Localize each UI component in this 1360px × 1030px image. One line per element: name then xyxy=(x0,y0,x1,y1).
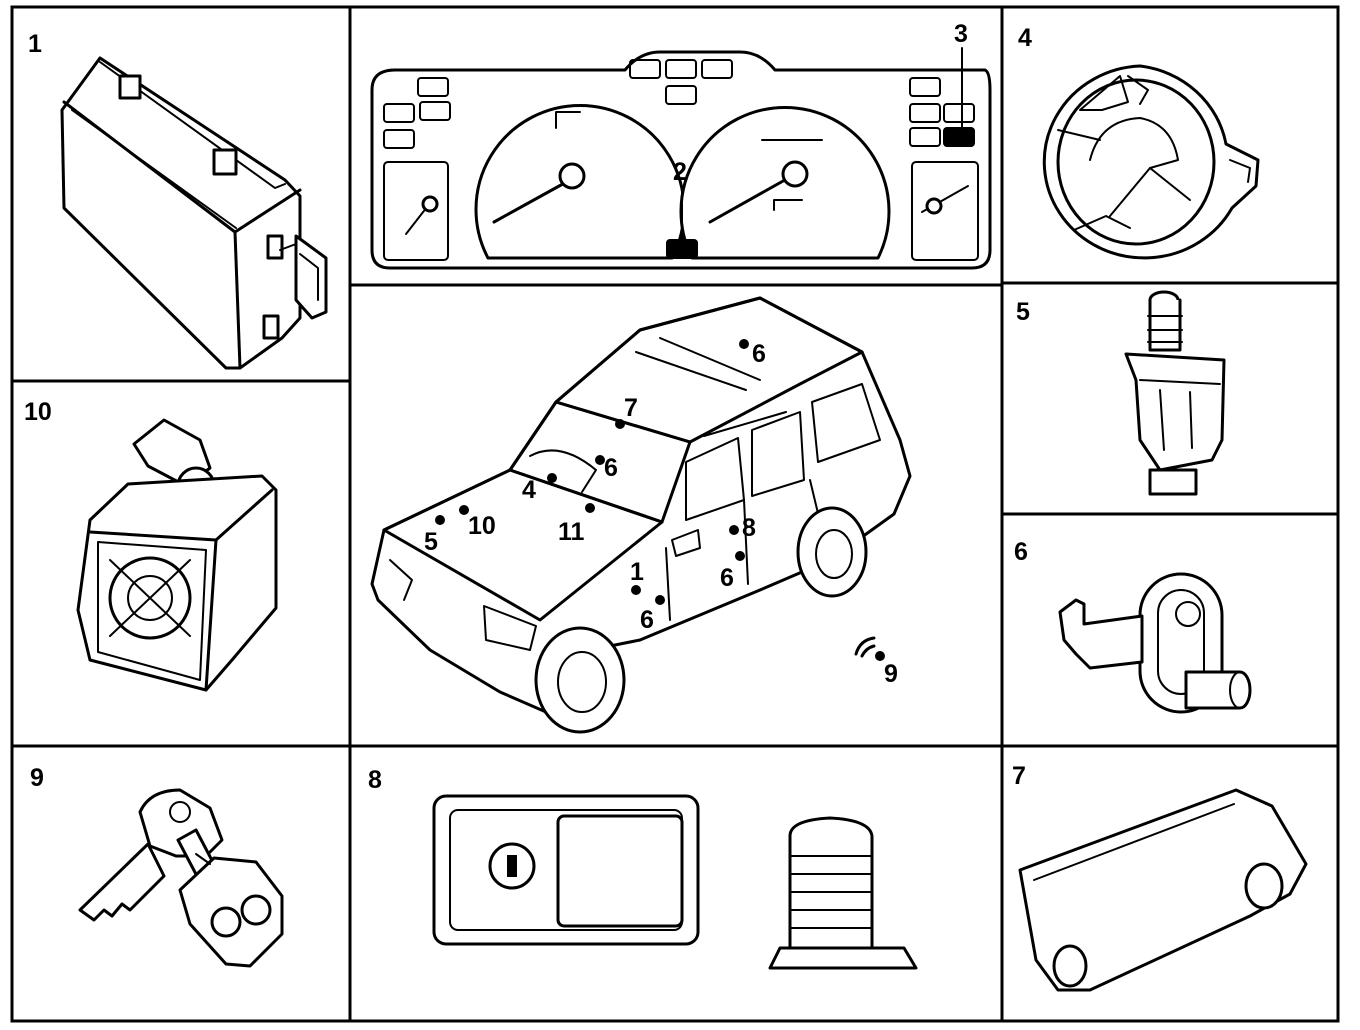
vehicle-callout-dash: 4 xyxy=(522,476,536,504)
cell-interior-sensor: 7 xyxy=(1012,762,1308,992)
cell-ecu: 1 xyxy=(28,30,328,370)
ignition-lamp-drawing xyxy=(1042,64,1260,260)
remote-key-drawing xyxy=(78,788,284,968)
callout-2: 2 xyxy=(673,158,687,186)
siren-drawing xyxy=(76,418,278,692)
cell-number: 4 xyxy=(1018,24,1032,52)
cell-number: 1 xyxy=(28,30,42,58)
instrument-pack-drawing xyxy=(370,47,992,270)
door-lock-drawing xyxy=(432,794,918,970)
bonnet-switch-drawing xyxy=(1124,290,1226,496)
cell-number: 9 xyxy=(30,764,44,792)
vehicle-callout-windscreen: 6 xyxy=(604,454,618,482)
vehicle-callout-bonnet-right: 10 xyxy=(468,512,496,540)
cell-number: 10 xyxy=(24,398,52,426)
vehicle-callout-headlining: 7 xyxy=(624,394,638,422)
cell-siren: 10 xyxy=(24,398,278,692)
interior-sensor-drawing xyxy=(1018,788,1308,992)
alarm-led-2 xyxy=(666,239,698,259)
cell-door-lock: 8 xyxy=(368,766,918,970)
vehicle-callout-door-lock: 8 xyxy=(742,514,756,542)
cell-vehicle: 6 7 6 4 11 5 10 8 6 1 6 9 xyxy=(370,296,912,734)
ecu-module-drawing xyxy=(60,56,328,370)
cell-instrument-pack: 3 2 xyxy=(370,20,992,270)
cell-number: 7 xyxy=(1012,762,1026,790)
vehicle-callout-front-door: 6 xyxy=(640,606,654,634)
vehicle-callout-a-pillar: 1 xyxy=(630,558,644,586)
cell-number: 6 xyxy=(1014,538,1028,566)
alarm-led-3 xyxy=(943,127,975,147)
vehicle-callout-roof: 6 xyxy=(752,340,766,368)
door-switch-drawing xyxy=(1058,572,1252,714)
vehicle-callout-bonnet-left: 5 xyxy=(424,528,438,556)
vehicle-callout-rear-door: 6 xyxy=(720,564,734,592)
vehicle-callout-column: 11 xyxy=(558,518,585,546)
grid-lines xyxy=(10,5,1340,1023)
cell-bonnet-switch: 5 xyxy=(1016,290,1226,496)
cell-remote-key: 9 xyxy=(30,764,284,968)
cell-ignition-lamp: 4 xyxy=(1018,24,1260,260)
vehicle-drawing xyxy=(370,296,912,734)
vehicle-callout-remote: 9 xyxy=(884,660,898,688)
cell-number: 5 xyxy=(1016,298,1030,326)
cell-number: 8 xyxy=(368,766,382,794)
cell-door-switch: 6 xyxy=(1014,538,1252,714)
callout-3: 3 xyxy=(954,20,968,48)
